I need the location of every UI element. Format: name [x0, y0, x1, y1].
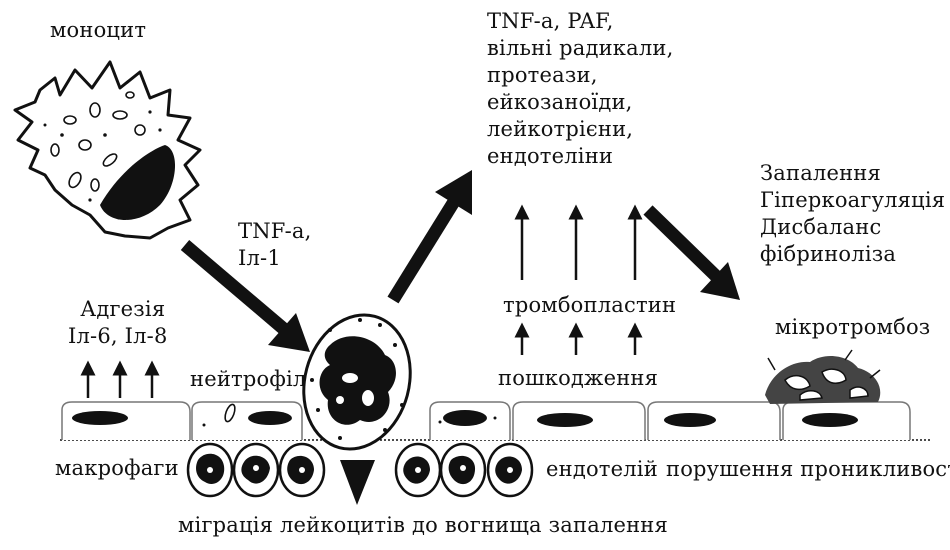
microthrombosis-label: мікротромбоз [775, 314, 930, 341]
permeability-label: порушення проникливості [666, 456, 950, 483]
arrow-neutrophil-to-mediators [393, 170, 472, 300]
endothelium-layer [60, 402, 930, 440]
migration-caption: міграція лейкоцитів до вогнища запалення [178, 512, 668, 539]
monocyte-label: моноцит [50, 17, 146, 44]
mediators-list: TNF-a, PAF, вільні радикали, протеази, е… [487, 8, 673, 170]
arrows-damage-to-thromboplastin [522, 330, 635, 355]
cytokines-monocyte-label: TNF-a, Іл-1 [238, 218, 312, 272]
systemic-effects-list: Запалення Гіперкоагуляція Дисбаланс фібр… [760, 160, 945, 268]
neutrophil-label: нейтрофіл [190, 366, 306, 393]
arrow-mediators-to-microthrombosis [648, 210, 740, 300]
arrows-macrophages-to-adhesion [88, 368, 152, 398]
neutrophil-cell [289, 303, 425, 461]
macrophages-label: макрофаги [55, 455, 179, 482]
migration-direction-marker [340, 460, 375, 505]
endothelium-label: ендотелій [546, 456, 658, 483]
monocyte-cell [15, 62, 200, 238]
adhesion-label: Адгезія Іл-6, Іл-8 [68, 296, 168, 350]
damage-label: пошкодження [498, 365, 658, 392]
microthrombus [765, 350, 880, 404]
arrows-thromboplastin-to-mediators [522, 212, 635, 280]
thromboplastin-label: тромбопластин [503, 292, 676, 319]
